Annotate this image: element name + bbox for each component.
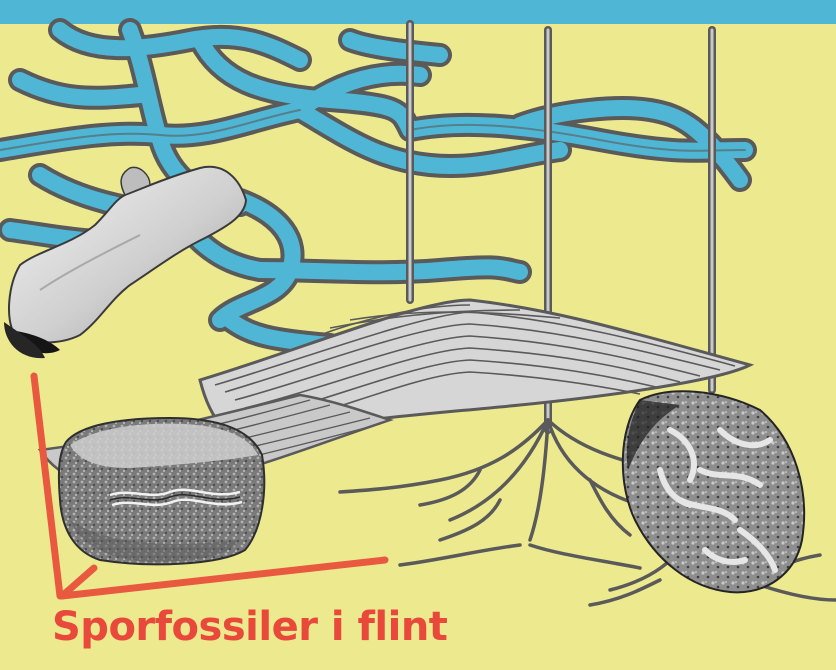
caption-title: Sporfossiler i flint [52, 604, 447, 650]
flint-cobble-laminated [59, 418, 264, 564]
